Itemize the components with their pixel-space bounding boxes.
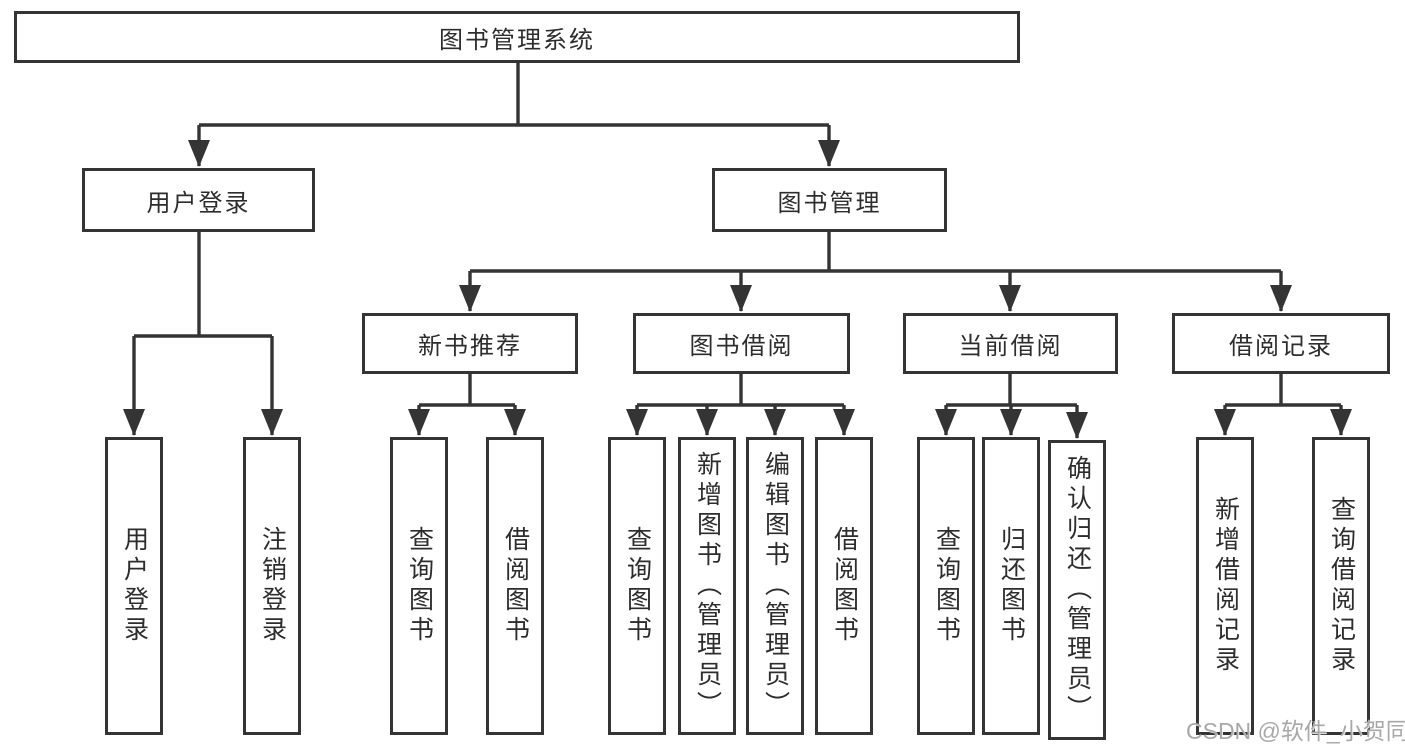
node-user-login: 用户登录 xyxy=(82,168,315,232)
node-label: 查询图书 xyxy=(405,526,434,646)
node-label: 归还图书 xyxy=(997,526,1026,646)
csdn-watermark: CSDN @软件_小贺同学 xyxy=(1186,718,1405,744)
node-label: 注销登录 xyxy=(258,526,287,646)
node-label: 查询借阅记录 xyxy=(1327,496,1356,676)
node-new-book-recommend: 新书推荐 xyxy=(362,313,578,374)
node-label: 新书推荐 xyxy=(418,333,522,360)
node-library-management-system: 图书管理系统 xyxy=(14,11,1020,63)
node-label: 用户登录 xyxy=(120,526,149,646)
node-book-borrow: 图书借阅 xyxy=(633,313,850,374)
node-book-management: 图书管理 xyxy=(712,168,947,232)
node-label: 确认归还（管理员） xyxy=(1063,455,1092,725)
node-label: 新增借阅记录 xyxy=(1211,496,1240,676)
node-label: 图书管理系统 xyxy=(439,26,595,54)
leaf-logout: 注销登录 xyxy=(243,437,301,735)
node-label: 编辑图书（管理员） xyxy=(761,451,790,721)
leaf-edit-books-admin: 编辑图书（管理员） xyxy=(746,437,804,735)
node-label: 借阅图书 xyxy=(501,526,530,646)
node-label: 借阅图书 xyxy=(830,526,859,646)
leaf-add-borrow-record: 新增借阅记录 xyxy=(1196,437,1254,735)
node-label: 查询图书 xyxy=(623,526,652,646)
leaf-borrow-books-recommend: 借阅图书 xyxy=(486,437,544,735)
leaf-confirm-return-admin: 确认归还（管理员） xyxy=(1048,440,1106,740)
leaf-user-login: 用户登录 xyxy=(105,437,163,735)
leaf-borrow-books: 借阅图书 xyxy=(815,437,873,735)
leaf-query-books-current: 查询图书 xyxy=(917,437,975,735)
leaf-query-books-borrow: 查询图书 xyxy=(608,437,666,735)
node-label: 当前借阅 xyxy=(958,333,1063,360)
node-label: 查询图书 xyxy=(932,526,961,646)
node-label: 图书管理 xyxy=(777,189,882,217)
node-label: 用户登录 xyxy=(146,189,251,217)
node-label: 图书借阅 xyxy=(689,333,794,360)
node-label: 新增图书（管理员） xyxy=(693,451,722,721)
leaf-return-books: 归还图书 xyxy=(982,437,1040,735)
leaf-query-books-recommend: 查询图书 xyxy=(390,437,448,735)
leaf-add-books-admin: 新增图书（管理员） xyxy=(678,437,736,735)
node-label: 借阅记录 xyxy=(1229,333,1333,360)
leaf-query-borrow-record: 查询借阅记录 xyxy=(1312,437,1370,735)
node-borrow-records: 借阅记录 xyxy=(1172,313,1390,374)
node-current-borrow: 当前借阅 xyxy=(903,313,1118,374)
